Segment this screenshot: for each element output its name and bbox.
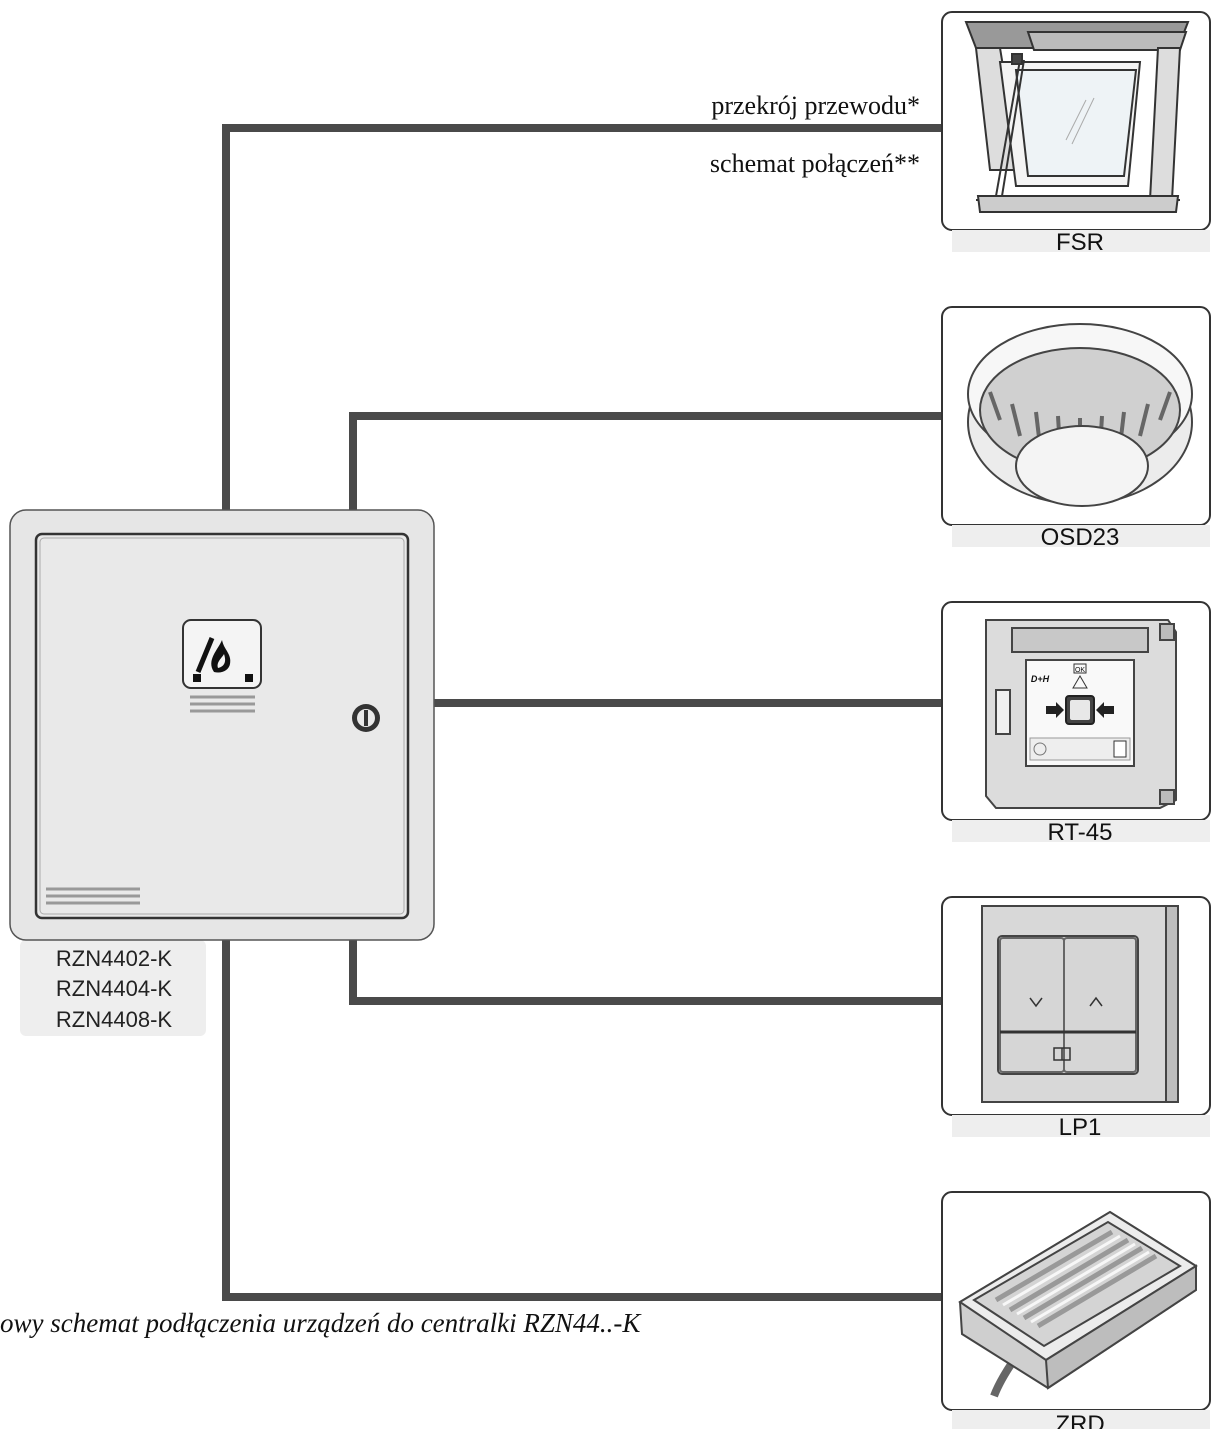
wire-to-osd23 bbox=[353, 416, 942, 512]
rt45-brand-label: D+H bbox=[1031, 674, 1050, 684]
device-fsr: FSR bbox=[942, 12, 1210, 256]
device-label-rt45: RT-45 bbox=[1048, 819, 1113, 846]
model-label-2: RZN4404-K bbox=[56, 976, 172, 1001]
device-osd23: OSD23 bbox=[942, 307, 1210, 551]
device-label-osd23: OSD23 bbox=[1041, 524, 1120, 551]
fire-call-point-icon: OK D+H bbox=[986, 620, 1176, 808]
wire-to-zrd bbox=[226, 940, 942, 1297]
device-rt45: OK D+H RT-45 bbox=[942, 602, 1210, 846]
device-zrd: ZRD bbox=[942, 1192, 1210, 1429]
panel-door bbox=[36, 534, 408, 918]
rt45-ok-label: OK bbox=[1075, 667, 1085, 674]
cable-cross-section-label: przekrój przewodu* bbox=[711, 91, 920, 120]
wire-to-lp1 bbox=[353, 940, 942, 1001]
model-label-1: RZN4402-K bbox=[56, 946, 172, 971]
device-label-lp1: LP1 bbox=[1059, 1114, 1102, 1141]
model-label-3: RZN4408-K bbox=[56, 1007, 172, 1032]
device-label-fsr: FSR bbox=[1056, 229, 1104, 256]
smoke-detector-icon bbox=[968, 324, 1192, 506]
wall-switch-icon bbox=[982, 906, 1178, 1102]
wire-to-fsr bbox=[226, 128, 942, 512]
wiring-diagram-label: schemat połączeń** bbox=[710, 149, 920, 178]
device-lp1: LP1 bbox=[942, 897, 1210, 1141]
fire-logo-icon bbox=[183, 620, 261, 688]
diagram-caption: owy schemat podłączenia urządzeń do cent… bbox=[0, 1308, 642, 1338]
device-label-zrd: ZRD bbox=[1055, 1411, 1104, 1429]
key-lock-icon bbox=[352, 704, 380, 732]
